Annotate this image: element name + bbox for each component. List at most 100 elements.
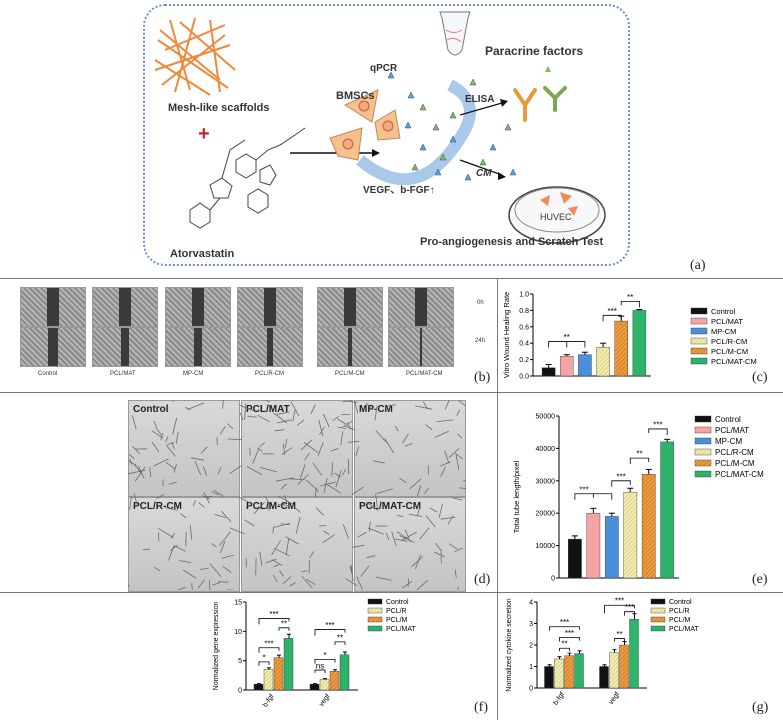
test-label: Pro-angiogenesis and Scratch Test <box>420 236 604 248</box>
legend-swatch <box>690 307 708 315</box>
bar <box>604 516 619 579</box>
significance-label: *** <box>615 597 624 606</box>
bar <box>596 347 610 377</box>
y-tick-label: 3 <box>529 621 533 628</box>
atorvastatin-molecule-icon <box>189 127 306 229</box>
bar <box>632 310 647 377</box>
antibody-icon <box>513 66 567 122</box>
y-tick-label: 30000 <box>536 478 556 485</box>
panel-label-f: (f) <box>474 700 488 715</box>
scratch-image <box>165 287 231 327</box>
bar <box>619 644 629 689</box>
legend-swatch <box>690 327 708 335</box>
y-axis-label: Vitro Wound Healing Rate <box>502 292 511 378</box>
significance-bracket <box>278 627 290 631</box>
x-tick-label: vegf <box>318 693 331 708</box>
y-tick-label: 20000 <box>536 511 556 518</box>
significance-bracket <box>549 626 580 631</box>
significance-label: *** <box>264 639 273 648</box>
scratch-group-label: MP-CM <box>183 371 204 377</box>
scratch-image <box>317 327 383 367</box>
bar <box>614 320 628 377</box>
legend-label: PCL/R <box>669 608 690 615</box>
legend-label: MP-CM <box>711 327 736 336</box>
bar <box>574 653 584 689</box>
mesh-scaffold-icon <box>154 17 236 96</box>
y-tick-label: 0.4 <box>519 341 529 348</box>
legend-swatch <box>367 598 383 605</box>
bar <box>629 619 639 689</box>
legend-label: PCL/MAT-CM <box>715 470 764 479</box>
significance-bracket <box>559 647 570 652</box>
scratch-image <box>388 287 454 327</box>
y-tick-label: 2 <box>529 643 533 650</box>
scratch-image <box>317 287 383 327</box>
bar <box>564 655 574 689</box>
legend-label: PCL/M <box>386 617 408 624</box>
bar <box>329 671 340 691</box>
significance-bracket <box>258 647 280 653</box>
significance-label: ** <box>561 640 567 649</box>
time-label-24h: 24h <box>475 338 486 344</box>
significance-label: ** <box>636 450 642 459</box>
legend-label: PCL/MAT-CM <box>711 357 757 366</box>
y-tick-label: 1 <box>529 664 533 671</box>
significance-label: ** <box>627 293 633 302</box>
legend-swatch <box>367 625 383 632</box>
legend-label: Control <box>711 307 736 316</box>
significance-label: * <box>262 653 265 662</box>
legend-label: PCL/M-CM <box>715 459 755 468</box>
legend-label: PCL/R-CM <box>715 448 754 457</box>
scratch-image <box>388 327 454 367</box>
tube-network-texture <box>128 400 466 590</box>
divider <box>0 592 783 593</box>
schematic-frame <box>143 4 630 266</box>
y-tick-label: 1.0 <box>519 292 529 299</box>
paracrine-factor-triangles <box>387 71 517 181</box>
bar <box>541 367 556 377</box>
bar <box>339 654 350 691</box>
legend-label: Control <box>669 599 692 606</box>
legend-swatch <box>367 607 383 614</box>
y-axis-label: Total tube length/pixel <box>512 460 521 533</box>
x-tick-label: b-fgf <box>552 691 566 707</box>
arrow-line <box>459 102 503 116</box>
significance-label: ** <box>616 630 622 639</box>
significance-bracket <box>602 314 622 322</box>
tube-image: PCL/MAT-CM <box>354 497 466 592</box>
significance-label: ns <box>316 662 324 671</box>
legend-label: PCL/MAT <box>715 426 749 435</box>
bar <box>309 683 320 691</box>
bar <box>283 638 294 691</box>
scratch-group-label: PCL/R-CM <box>255 371 285 377</box>
significance-label: *** <box>560 618 569 627</box>
scaffold-label: Mesh-like scaffolds <box>168 102 270 114</box>
legend-swatch <box>650 598 666 605</box>
bar <box>578 354 592 377</box>
significance-label: ** <box>564 333 570 342</box>
tube-image: PCL/R-CM <box>128 497 240 592</box>
legend-label: Control <box>715 415 741 424</box>
scratch-image <box>165 327 231 367</box>
significance-bracket <box>574 493 594 500</box>
legend-swatch <box>690 317 708 325</box>
scratch-image <box>237 327 303 367</box>
cm-label: CM <box>476 168 492 179</box>
legend-label: PCL/MAT <box>669 626 700 633</box>
y-tick-label: 0.2 <box>519 357 529 364</box>
x-tick-label: b-fgf <box>262 693 276 709</box>
scratch-group-label: PCL/M-CM <box>335 371 365 377</box>
significance-label: *** <box>565 629 574 638</box>
significance-bracket <box>559 637 580 642</box>
tube-formation-panel: Control PCL/MAT MP-CM PCL/R-CM PCL/M-CM … <box>128 400 466 592</box>
y-tick-label: 50000 <box>536 414 556 421</box>
significance-bracket <box>258 661 270 666</box>
legend-label: PCL/M-CM <box>711 347 748 356</box>
divider <box>0 392 783 393</box>
significance-label: ** <box>281 619 287 628</box>
y-axis-label: Normalized gene expression <box>213 602 220 691</box>
significance-bracket <box>620 300 640 308</box>
significance-label: ** <box>337 633 343 642</box>
